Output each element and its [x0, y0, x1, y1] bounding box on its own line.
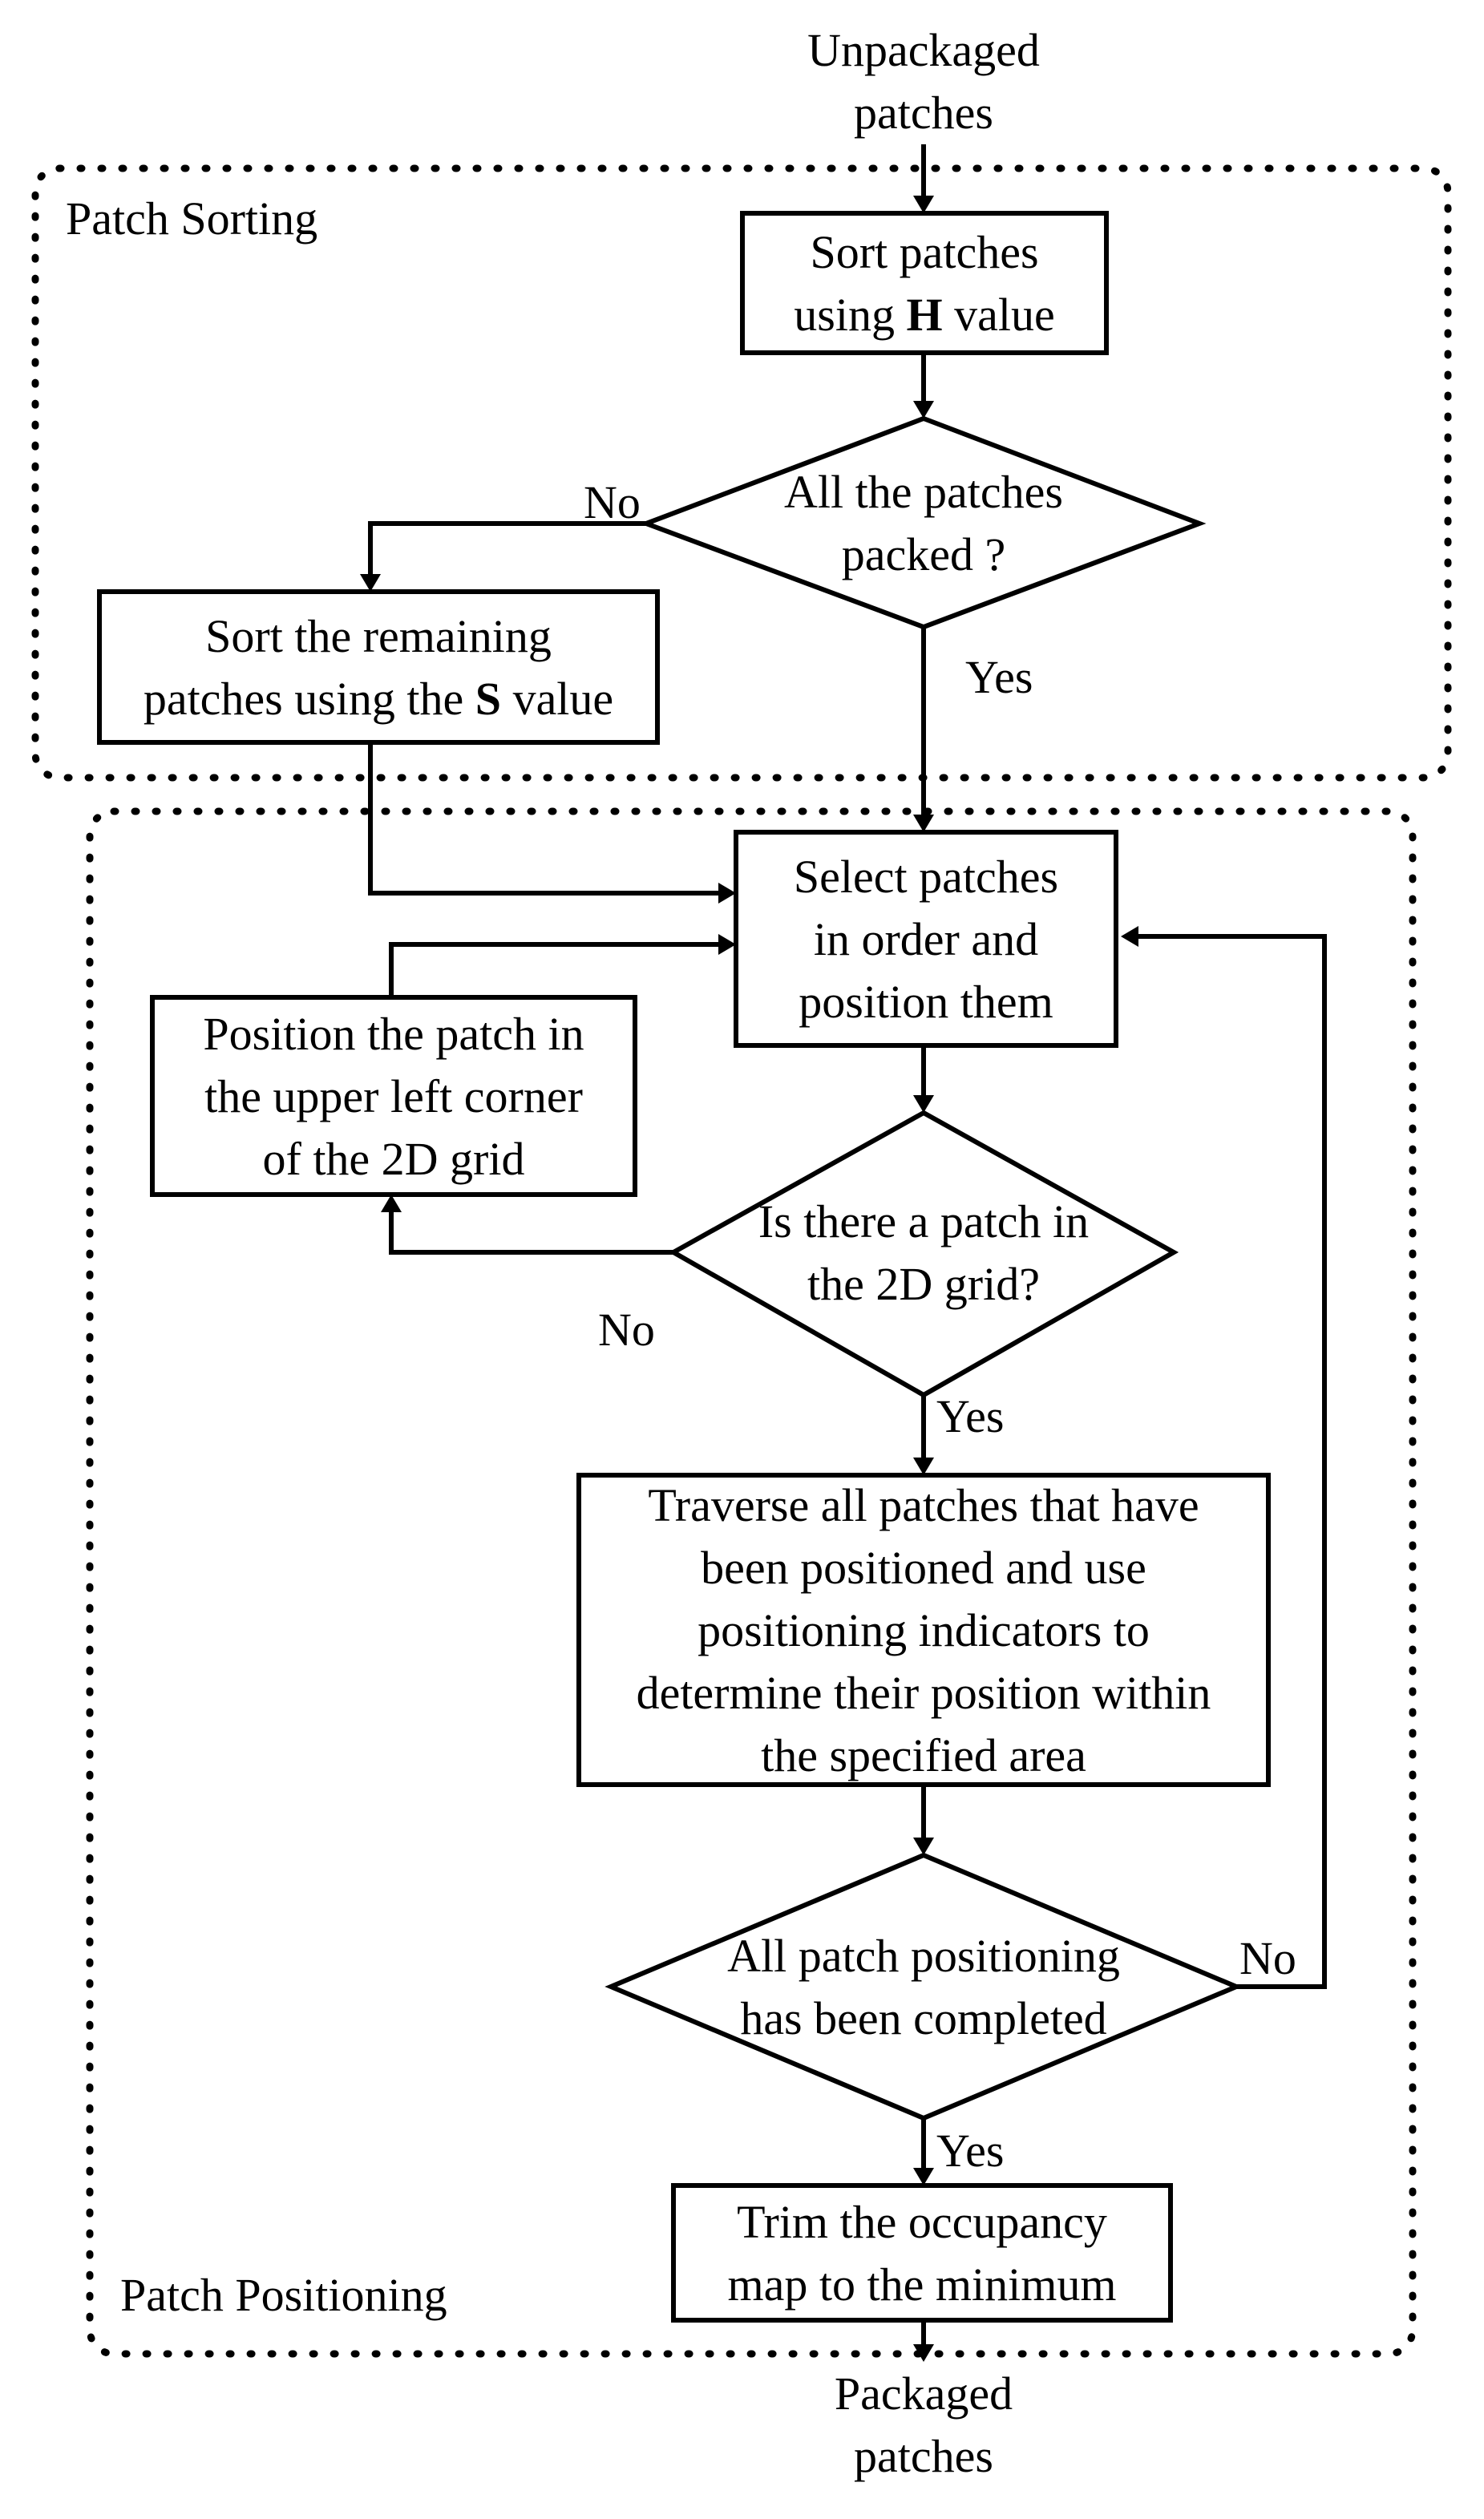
all-done-line-2: has been completed: [740, 1992, 1106, 2044]
traverse-text: Traverse all patches that have been posit…: [637, 1479, 1211, 1781]
traverse-line-3: positioning indicators to: [698, 1604, 1150, 1656]
edge-label-grid-yes: Yes: [936, 1390, 1004, 1442]
all-done-line-1: All patch positioning: [727, 1930, 1120, 1982]
traverse-box: Traverse all patches that have been posit…: [576, 1473, 1271, 1787]
sort-s-line-1: Sort the remaining: [205, 610, 552, 662]
patch-positioning-label: Patch Positioning: [120, 2269, 447, 2321]
input-label-line-1: Unpackaged: [807, 24, 1040, 76]
all-packed-decision: All the patches packed ?: [639, 415, 1207, 630]
position-corner-line-1: Position the patch in: [203, 1008, 584, 1060]
traverse-line-4: determine their position within: [637, 1667, 1211, 1719]
sort-by-s-text: Sort the remaining patches using the S va…: [144, 610, 613, 725]
edge-label-packed-no: No: [584, 476, 641, 528]
edge-label-packed-yes: Yes: [965, 651, 1033, 703]
edge-label-done-yes: Yes: [936, 2125, 1004, 2177]
all-done-text: All patch positioning has been completed: [727, 1930, 1120, 2044]
sort-by-h-box: Sort patches using H value: [740, 211, 1109, 355]
select-line-2: in order and: [814, 913, 1038, 965]
sort-by-s-box: Sort the remaining patches using the S va…: [97, 589, 660, 745]
position-corner-box: Position the patch in the upper left corn…: [150, 995, 637, 1197]
trim-text: Trim the occupancy map to the minimum: [728, 2196, 1117, 2311]
output-label-line-2: patches: [854, 2430, 993, 2482]
edge-label-grid-no: No: [598, 1304, 655, 1356]
sort-s-line-2: patches using the S value: [144, 673, 613, 725]
select-line-1: Select patches: [794, 851, 1058, 903]
all-packed-line-1: All the patches: [784, 466, 1063, 518]
sort-h-line-1: Sort patches: [810, 226, 1038, 278]
trim-line-1: Trim the occupancy: [737, 2196, 1107, 2248]
all-packed-text: All the patches packed ?: [784, 466, 1063, 580]
sort-h-line-2: using H value: [794, 289, 1054, 341]
input-label-line-2: patches: [854, 87, 993, 139]
all-done-decision: All patch positioning has been completed: [605, 1852, 1243, 2121]
traverse-line-1: Traverse all patches that have: [648, 1479, 1199, 1531]
traverse-line-5: the specified area: [761, 1729, 1086, 1781]
is-patch-line-2: the 2D grid?: [807, 1258, 1040, 1310]
patch-sorting-label: Patch Sorting: [66, 192, 317, 245]
edge-label-done-no: No: [1239, 1932, 1296, 1984]
all-packed-line-2: packed ?: [842, 528, 1005, 580]
position-corner-text: Position the patch in the upper left corn…: [203, 1008, 584, 1185]
trim-line-2: map to the minimum: [728, 2258, 1117, 2311]
patch-positioning-group: [86, 807, 1417, 2358]
select-patches-box: Select patches in order and position them: [734, 830, 1118, 1048]
position-corner-line-2: the upper left corner: [204, 1070, 583, 1122]
output-label-line-1: Packaged: [835, 2367, 1013, 2420]
select-line-3: position them: [799, 976, 1053, 1028]
is-patch-text: Is there a patch in the 2D grid?: [758, 1195, 1089, 1310]
is-patch-decision: Is there a patch in the 2D grid?: [668, 1110, 1179, 1398]
connectors: [360, 144, 1327, 2362]
sort-by-h-text: Sort patches using H value: [794, 226, 1054, 341]
select-patches-text: Select patches in order and position them: [794, 851, 1058, 1028]
traverse-line-2: been positioned and use: [701, 1542, 1146, 1594]
trim-box: Trim the occupancy map to the minimum: [671, 2183, 1173, 2323]
is-patch-line-1: Is there a patch in: [758, 1195, 1089, 1247]
position-corner-line-3: of the 2D grid: [263, 1133, 525, 1185]
